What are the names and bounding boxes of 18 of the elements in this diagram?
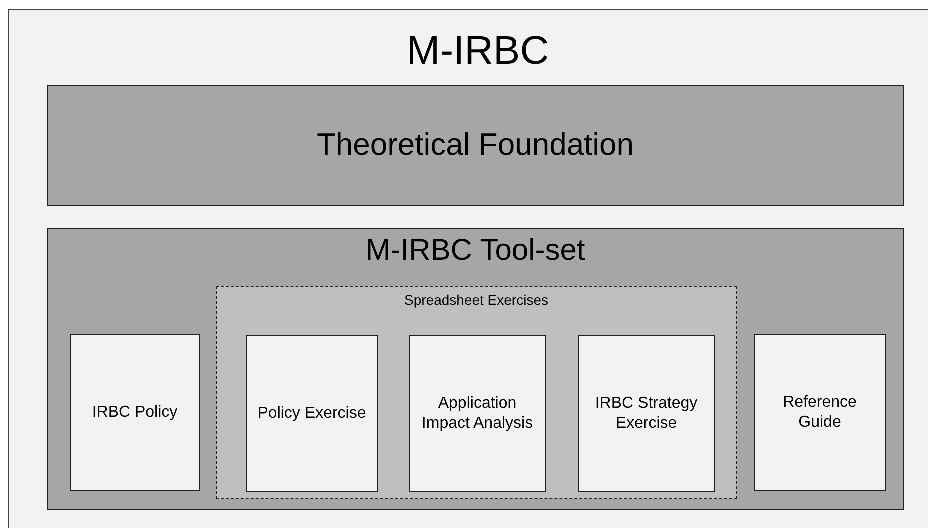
component-box — [578, 335, 715, 492]
component-box — [409, 335, 546, 492]
component-box — [754, 334, 886, 491]
box-label: Theoretical Foundation — [316, 126, 636, 164]
heading: M-IRBC Tool-set — [364, 233, 586, 269]
layer-band — [47, 85, 904, 206]
heading: Spreadsheet Exercises — [404, 292, 550, 310]
box-label: Reference Guide — [782, 392, 858, 432]
toolset-panel — [47, 228, 904, 510]
box-label: IRBC Strategy Exercise — [594, 394, 699, 434]
dashed-group — [216, 286, 737, 499]
box-label: IRBC Policy — [91, 402, 179, 422]
heading: M-IRBC — [406, 28, 550, 75]
component-box — [246, 335, 378, 492]
component-box — [70, 334, 200, 491]
box-label: Application Impact Analysis — [420, 394, 534, 434]
diagram-frame — [8, 9, 928, 528]
box-label: Policy Exercise — [256, 404, 368, 424]
